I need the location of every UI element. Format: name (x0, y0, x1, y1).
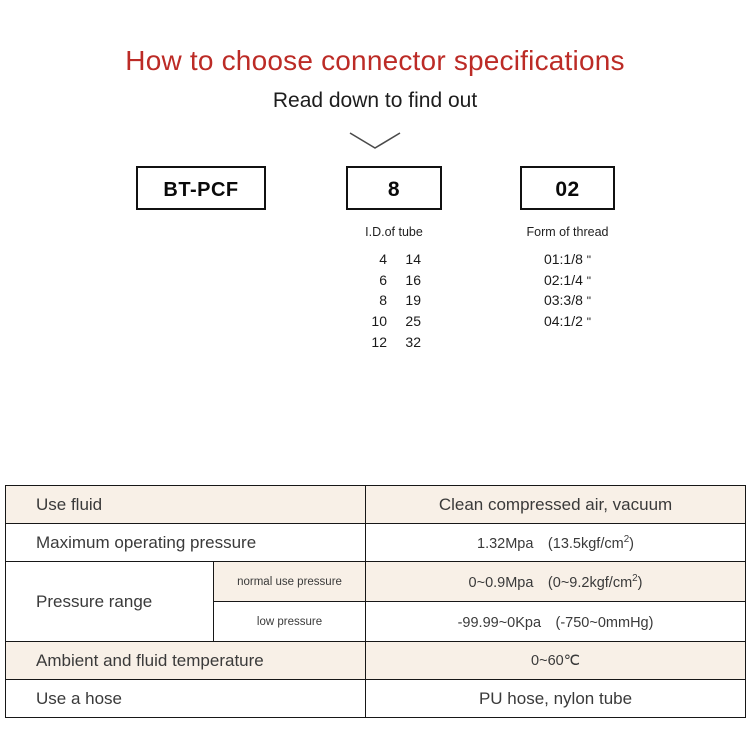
table-row: Use a hose PU hose, nylon tube (4, 679, 747, 718)
caption-thread-form: Form of thread (526, 224, 609, 239)
code-box-tube-id: 8 (346, 165, 442, 210)
chevron-down-icon-wrap (0, 130, 750, 156)
caption-tube-id: I.D.of tube (365, 224, 423, 239)
option-value-b: 25 (405, 313, 421, 330)
code-column-series: BT-PCF (136, 165, 266, 210)
code-box-series: BT-PCF (136, 165, 266, 210)
option-value-b: 19 (405, 292, 421, 309)
page-title: How to choose connector specifications (125, 45, 625, 76)
list-item: 10 25 (346, 311, 442, 332)
option-value-a: 6 (379, 271, 387, 288)
spec-value-max-operating-pressure: 1.32Mpa (13.5kgf/cm2) (365, 523, 747, 562)
list-item: 03:3/8 " (520, 290, 615, 311)
list-item: 4 14 (346, 249, 442, 270)
option-value-b: 32 (405, 333, 421, 350)
spec-value-normal-use-pressure: 0~0.9Mpa (0~9.2kgf/cm2) (365, 561, 747, 602)
spec-label-max-operating-pressure: Maximum operating pressure (4, 523, 367, 562)
option-value-b: 14 (405, 250, 421, 267)
list-item: 02:1/4 " (520, 270, 615, 291)
page-subtitle: Read down to find out (272, 88, 478, 112)
table-row: Maximum operating pressure 1.32Mpa (13.5… (4, 523, 747, 562)
value-main: 0~0.9Mpa (0~9.2kgf/cm (468, 575, 633, 591)
value-tail: ) (637, 575, 643, 591)
code-box-thread-form: 02 (520, 165, 615, 210)
page-header: How to choose connector specifications R… (0, 0, 750, 112)
option-value-a: 4 (379, 250, 387, 267)
spec-value-ambient-fluid-temperature: 0~60℃ (365, 641, 747, 680)
option-value-b: 16 (405, 271, 421, 288)
code-column-thread-form: 02 Form of thread 01:1/8 " 02:1/4 " 03:3… (520, 165, 615, 332)
option-text: 03:3/8 (543, 292, 583, 309)
spec-sublabel-normal-use-pressure: normal use pressure (212, 561, 367, 602)
list-item: 12 32 (346, 332, 442, 353)
chevron-down-icon (349, 132, 401, 149)
table-row: Use fluid Clean compressed air, vacuum (4, 485, 747, 524)
value-tail: ) (629, 536, 635, 552)
option-unit: " (586, 315, 592, 330)
option-list-thread-form: 01:1/8 " 02:1/4 " 03:3/8 " 04:1/2 " (520, 249, 615, 332)
option-value-a: 8 (379, 292, 387, 309)
option-value-a: 12 (371, 333, 387, 350)
specification-table-wrap: Use fluid Clean compressed air, vacuum M… (4, 485, 747, 718)
spec-label-ambient-fluid-temperature: Ambient and fluid temperature (4, 641, 367, 680)
list-item: 6 16 (346, 270, 442, 291)
option-text: 04:1/2 (543, 313, 583, 330)
option-text: 02:1/4 (543, 271, 583, 288)
code-breakdown: BT-PCF 8 I.D.of tube 4 14 6 16 8 19 10 2… (0, 165, 750, 386)
spec-label-use-a-hose: Use a hose (4, 679, 367, 718)
option-value-a: 10 (371, 313, 387, 330)
spec-value-use-fluid: Clean compressed air, vacuum (365, 485, 747, 524)
spec-label-pressure-range: Pressure range (5, 561, 214, 642)
option-unit: " (586, 294, 592, 309)
spec-value-use-a-hose: PU hose, nylon tube (365, 679, 747, 718)
code-column-tube-id: 8 I.D.of tube 4 14 6 16 8 19 10 25 12 32 (346, 165, 442, 353)
value-superscript: 2 (623, 534, 630, 546)
spec-value-low-pressure: -99.99~0Kpa (-750~0mmHg) (365, 601, 747, 642)
list-item: 04:1/2 " (520, 311, 615, 332)
value-main: 1.32Mpa (13.5kgf/cm (477, 536, 624, 552)
value-superscript: 2 (632, 573, 638, 585)
option-text: 01:1/8 (543, 250, 583, 267)
spec-label-use-fluid: Use fluid (4, 485, 367, 524)
option-unit: " (586, 252, 592, 267)
table-row: Pressure range normal use pressure 0~0.9… (5, 561, 747, 642)
specification-table: Use fluid Clean compressed air, vacuum M… (4, 485, 747, 718)
table-row: Ambient and fluid temperature 0~60℃ (4, 641, 747, 680)
option-list-tube-id: 4 14 6 16 8 19 10 25 12 32 (346, 249, 442, 353)
option-unit: " (586, 273, 592, 288)
list-item: 8 19 (346, 290, 442, 311)
list-item: 01:1/8 " (520, 249, 615, 270)
spec-sublabel-low-pressure: low pressure (212, 601, 367, 642)
